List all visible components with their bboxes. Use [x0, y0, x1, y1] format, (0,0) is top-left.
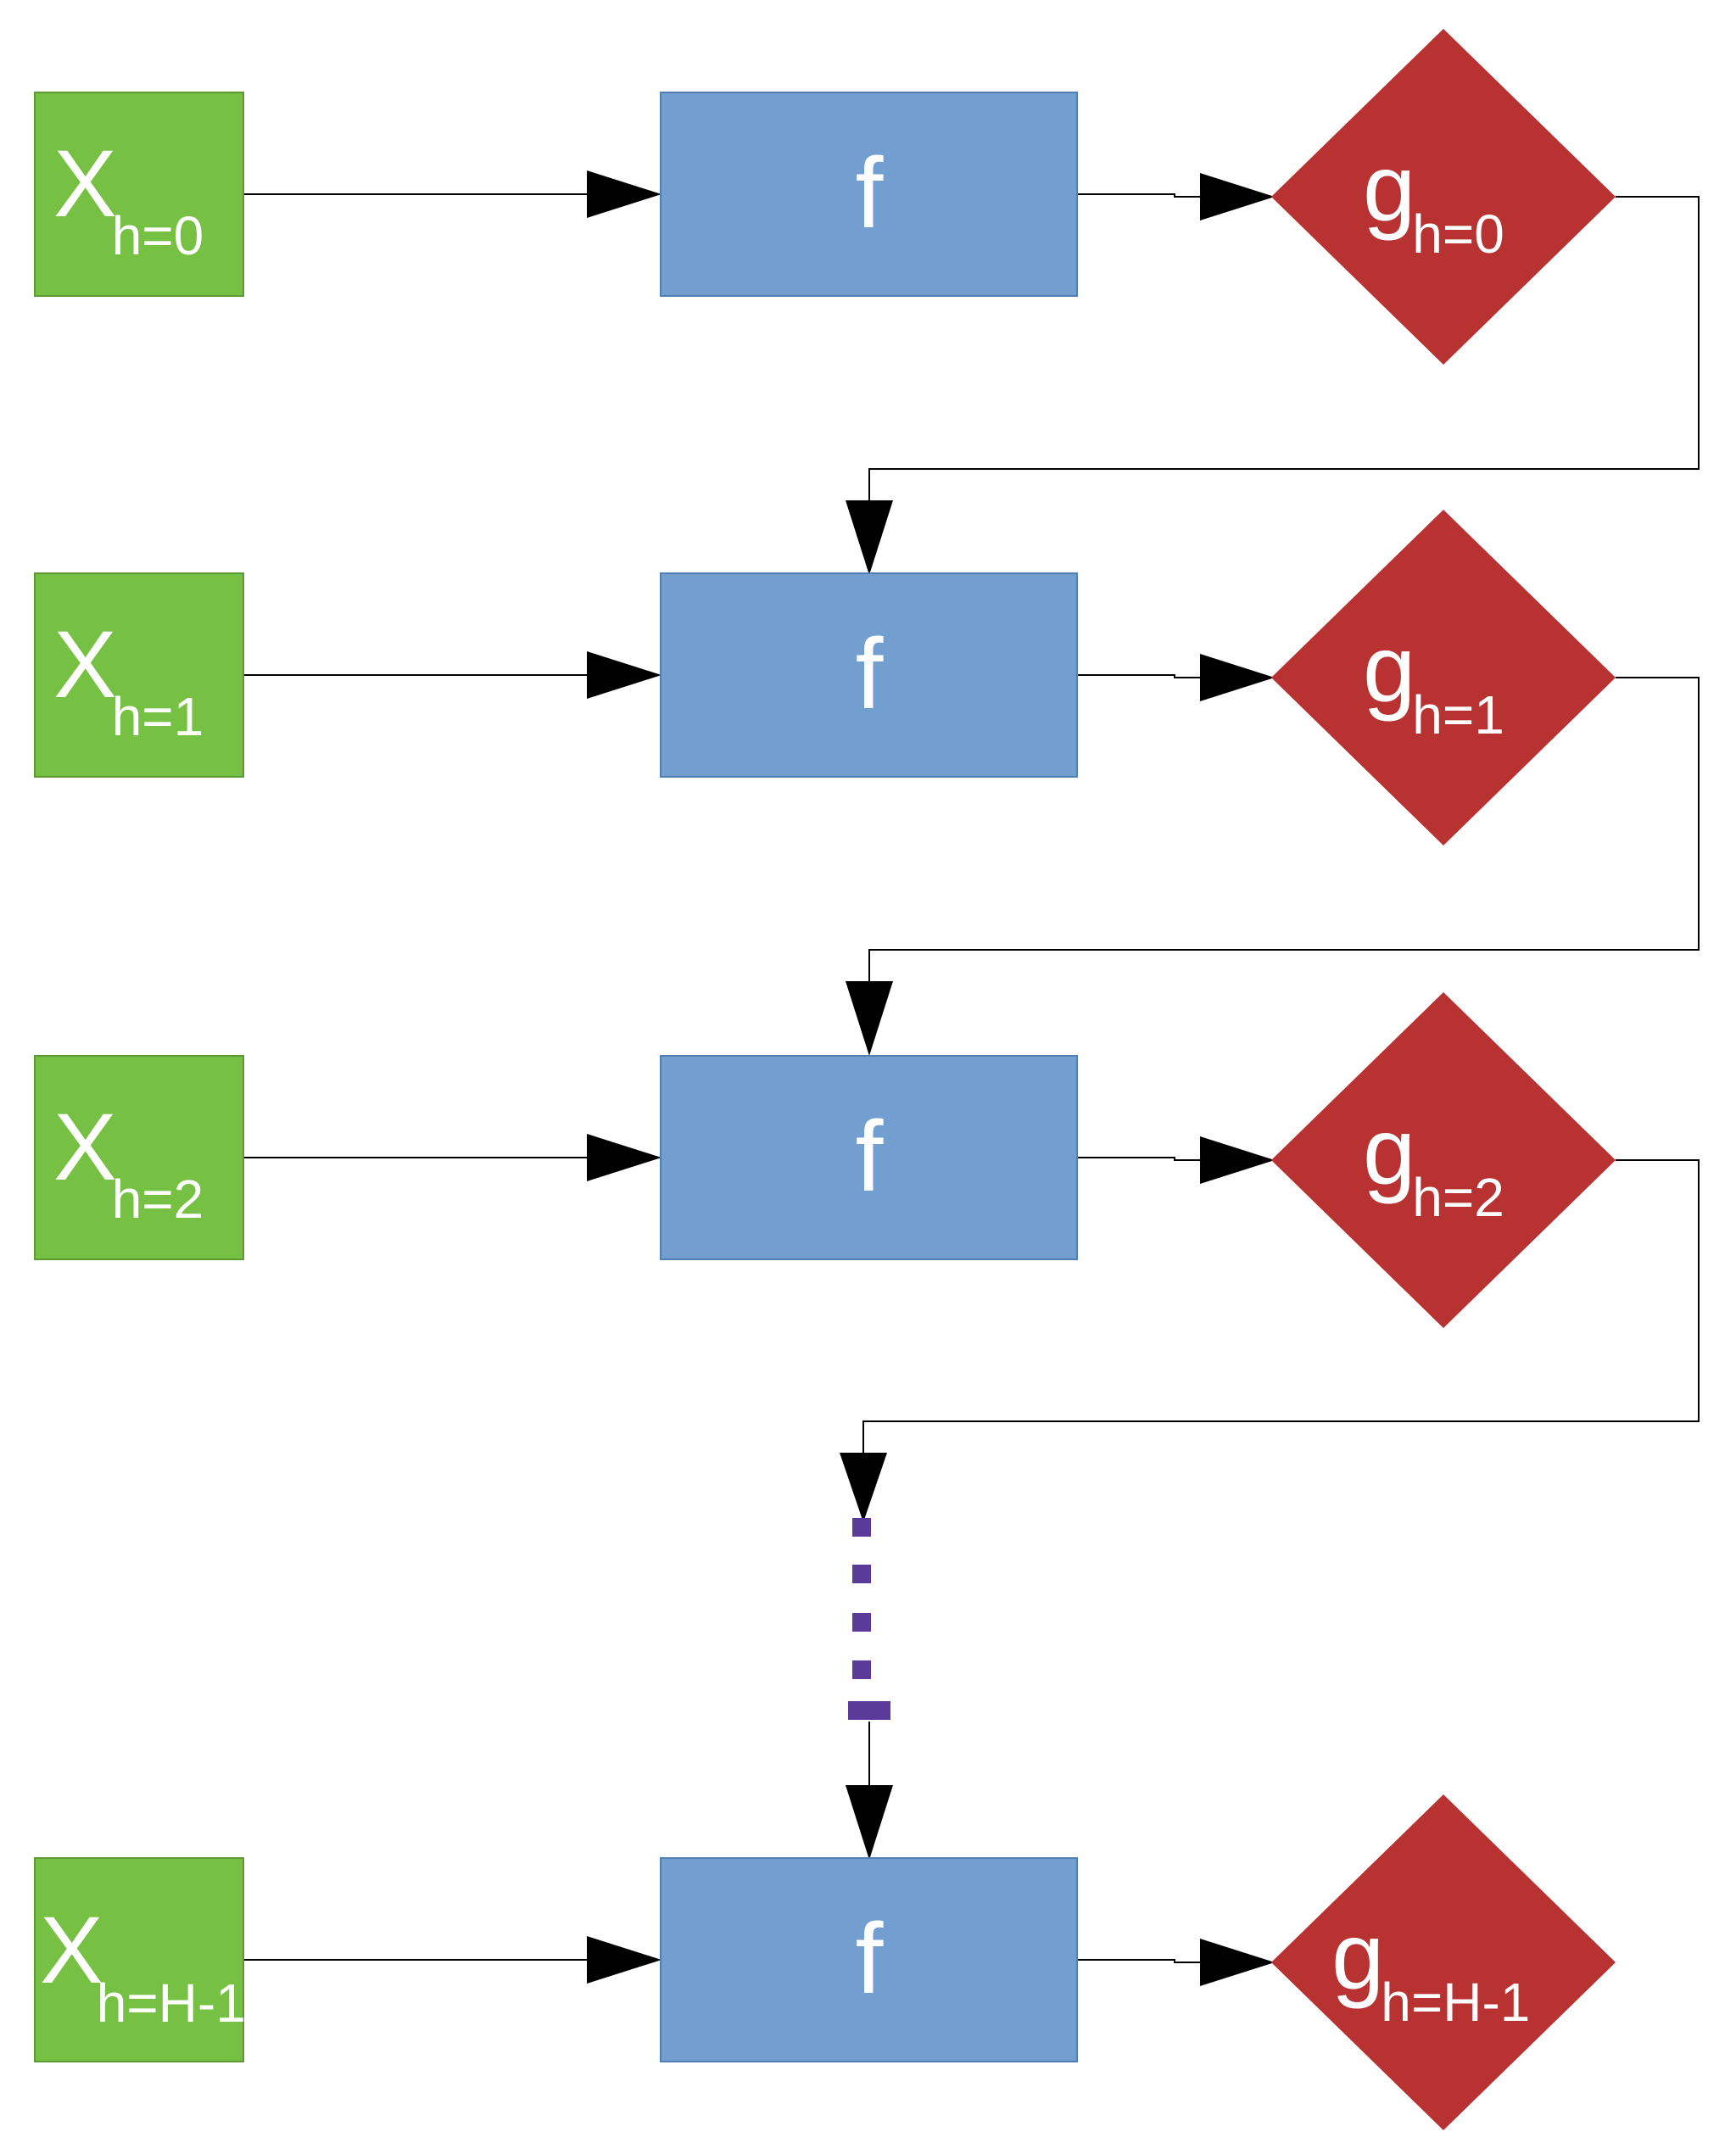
output-node: [1271, 510, 1616, 845]
continuation-ellipsis: [848, 1518, 890, 1720]
arrow-down-icon: [846, 500, 893, 575]
output-label: gh=0: [1363, 135, 1504, 265]
input-label: Xh=2: [53, 1094, 204, 1230]
ellipsis-dot: [852, 1565, 871, 1583]
input-node: [34, 572, 244, 778]
function-node: [660, 92, 1078, 297]
arrow-right-icon: [1200, 173, 1275, 220]
ellipsis-bar: [848, 1701, 890, 1720]
connectors: [243, 193, 1700, 1963]
function-node: [660, 572, 1078, 778]
input-label: Xh=0: [53, 131, 204, 266]
ellipsis-dot: [852, 1660, 871, 1679]
arrow-right-icon: [587, 170, 661, 218]
edge-f-3-to-g-3: [1077, 1959, 1204, 1963]
edge-g-0-to-f-1: [868, 196, 1700, 505]
row-3: Xh=H-1 f gh=H-1: [34, 1794, 1616, 2130]
row-2: Xh=2 f gh=2: [34, 992, 1616, 1328]
arrow-down-icon: [846, 1785, 893, 1860]
output-node: [1271, 29, 1616, 365]
edge-g-2-to-continuation: [862, 1159, 1700, 1457]
edge-f-2-to-g-2: [1077, 1157, 1204, 1161]
arrow-right-icon: [587, 651, 661, 699]
arrow-right-icon: [1200, 1136, 1275, 1184]
output-label: gh=1: [1363, 616, 1504, 745]
row-1: Xh=1 f gh=1: [34, 510, 1616, 845]
output-node: [1271, 1794, 1616, 2130]
ellipsis-dot: [852, 1518, 871, 1537]
output-node: [1271, 992, 1616, 1328]
arrowheads: [587, 170, 1275, 1986]
arrow-right-icon: [587, 1134, 661, 1181]
input-node: [34, 1857, 244, 2062]
arrow-down-icon: [846, 981, 893, 1056]
arrow-right-icon: [587, 1936, 661, 1984]
arrow-right-icon: [1200, 1939, 1275, 1986]
arrow-right-icon: [1200, 654, 1275, 701]
input-label: Xh=H-1: [40, 1897, 246, 2034]
function-label: f: [856, 1903, 884, 2015]
arrow-down-icon: [840, 1453, 887, 1522]
input-label: Xh=1: [53, 611, 204, 747]
output-label: gh=H-1: [1331, 1903, 1530, 2033]
function-label: f: [856, 618, 884, 730]
function-label: f: [856, 1101, 884, 1213]
row-0: Xh=0 f gh=0: [34, 29, 1616, 365]
function-node: [660, 1055, 1078, 1260]
output-label: gh=2: [1363, 1098, 1504, 1228]
ellipsis-dot: [852, 1613, 871, 1632]
input-node: [34, 1055, 244, 1260]
function-label: f: [856, 137, 884, 249]
edge-f-0-to-g-0: [1077, 193, 1204, 198]
input-node: [34, 92, 244, 297]
edge-f-1-to-g-1: [1077, 674, 1204, 678]
function-node: [660, 1857, 1078, 2062]
edge-g-1-to-f-2: [868, 677, 1700, 985]
